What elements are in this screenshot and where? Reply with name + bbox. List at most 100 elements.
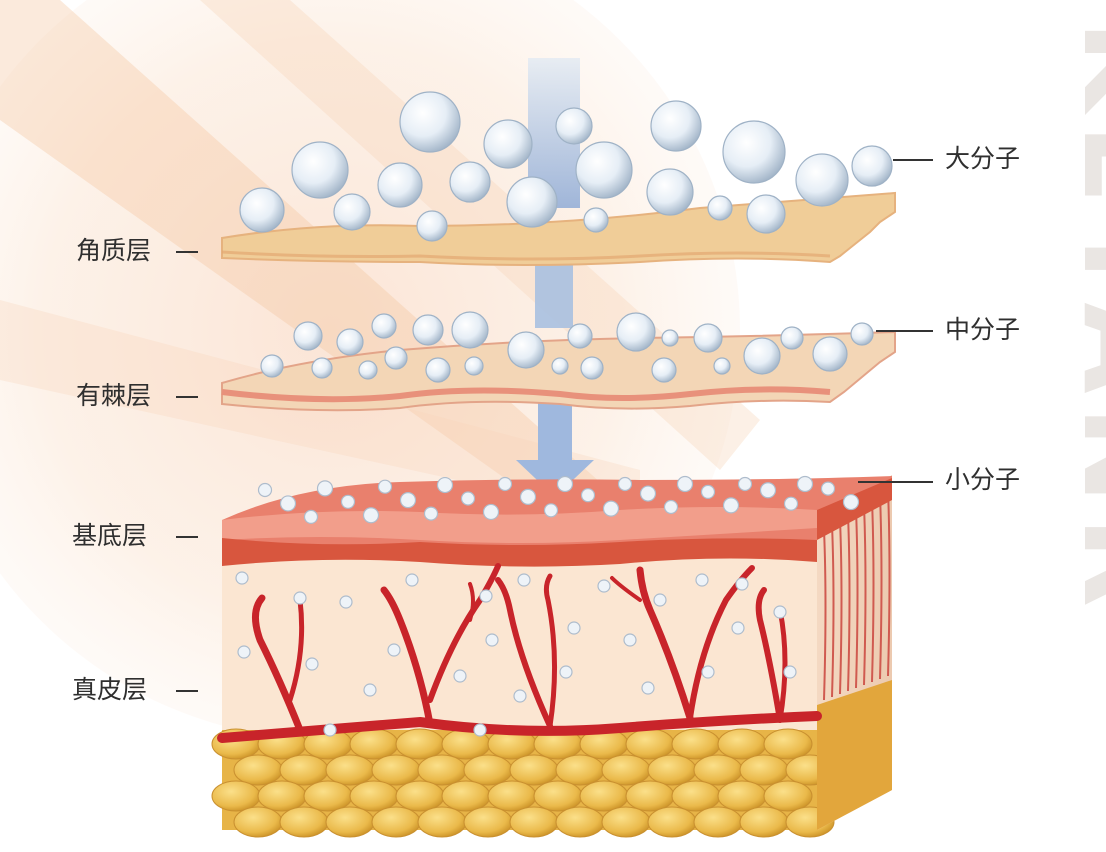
fat-cell [417, 806, 467, 838]
medium-molecule [580, 356, 604, 380]
watermark: KEYANR [1057, 20, 1106, 619]
small-molecule [305, 657, 319, 671]
fat-cell [233, 806, 283, 838]
fat-cell [441, 780, 491, 812]
large-molecule [650, 100, 702, 152]
fat-cell [509, 754, 559, 786]
small-molecule [436, 476, 454, 494]
fat-cell [693, 806, 743, 838]
side-vessel [831, 524, 835, 698]
blood-vessel [543, 573, 558, 729]
large-molecule [483, 119, 533, 169]
small-molecule [362, 507, 380, 524]
leader-line [893, 159, 933, 161]
large-molecules [239, 91, 893, 242]
medium-molecule [336, 328, 364, 356]
small-molecule [363, 683, 377, 697]
blood-vessel [610, 576, 642, 602]
small-molecule [567, 621, 581, 635]
large-molecule [399, 91, 461, 153]
small-molecule [303, 509, 319, 525]
leader-line [176, 690, 198, 692]
fat-cell [647, 806, 697, 838]
medium-molecule [780, 326, 804, 350]
label-stratum-basale: 基底层 [72, 521, 148, 550]
large-molecule [583, 207, 609, 233]
leader-line [176, 396, 198, 398]
small-molecule [517, 573, 531, 587]
fat-cell [349, 728, 399, 760]
small-molecule [559, 665, 573, 679]
small-molecule [759, 482, 777, 499]
medium-molecule [293, 321, 323, 351]
large-molecule [851, 145, 893, 187]
blood-vessel [495, 577, 553, 729]
label-dermis: 真皮层 [72, 675, 148, 704]
small-molecule [405, 573, 419, 587]
blood-vessel [252, 594, 304, 734]
large-molecule [722, 120, 786, 184]
small-molecule [602, 500, 620, 517]
small-molecule [339, 595, 353, 609]
fat-cell [279, 754, 329, 786]
small-molecule [293, 591, 307, 605]
small-molecule [735, 577, 749, 591]
blood-vessel [287, 597, 305, 703]
small-molecule [653, 593, 667, 607]
side-vessel [823, 529, 827, 701]
medium-molecule [713, 357, 731, 375]
small-molecule [580, 488, 596, 503]
fat-cell [739, 754, 789, 786]
blood-vessel [468, 582, 475, 622]
label-stratum-spinosum: 有棘层 [76, 381, 152, 410]
medium-molecule [384, 346, 408, 370]
fat-cell [325, 754, 375, 786]
fat-cell [647, 754, 697, 786]
medium-molecule [661, 329, 679, 347]
large-molecule [416, 210, 448, 242]
blood-vessel [427, 563, 501, 703]
large-molecule [377, 162, 423, 208]
fat-cell [625, 780, 675, 812]
small-molecule [773, 605, 787, 619]
large-molecule [746, 194, 786, 234]
medium-molecule [551, 357, 569, 375]
fat-cell [671, 780, 721, 812]
leader-line [176, 536, 198, 538]
label-medium-molecule: 中分子 [945, 315, 1021, 344]
small-molecule [701, 665, 715, 679]
small-molecule [340, 494, 356, 509]
medium-molecule [425, 357, 451, 383]
small-molecule [399, 492, 417, 509]
small-molecule [479, 589, 493, 603]
blood-vessel [636, 566, 694, 722]
leader-line [858, 481, 933, 483]
small-molecule [676, 475, 694, 493]
svg-text:KEYANR: KEYANR [1057, 20, 1106, 619]
fat-cell [555, 806, 605, 838]
fat-cell [463, 806, 513, 838]
small-molecule [519, 488, 537, 505]
large-molecule [449, 161, 491, 203]
fat-cell [463, 754, 513, 786]
medium-molecule [371, 313, 397, 339]
fat-cell [601, 806, 651, 838]
fat-cell [395, 780, 445, 812]
small-molecule [820, 481, 836, 496]
small-molecule [737, 476, 753, 492]
small-molecule [482, 503, 500, 521]
fat-cell [211, 780, 261, 812]
dermis-molecules [235, 571, 797, 737]
blood-vessel [755, 587, 783, 723]
side-vessel [839, 519, 843, 695]
small-molecule [556, 475, 574, 493]
dermis-block [211, 475, 892, 838]
small-molecule [796, 475, 814, 493]
small-molecule [513, 689, 527, 703]
fat-cell [371, 754, 421, 786]
small-molecule [237, 645, 251, 659]
small-molecule [731, 621, 745, 635]
fat-cell [509, 806, 559, 838]
label-large-molecule: 大分子 [945, 144, 1021, 173]
